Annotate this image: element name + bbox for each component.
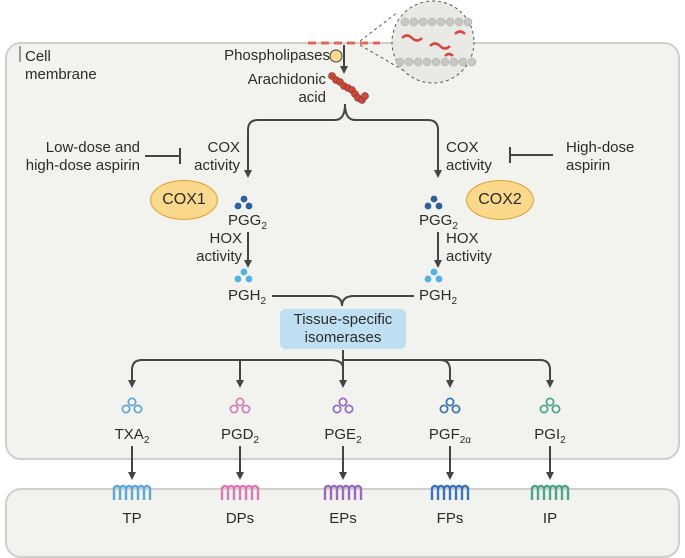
receptor-label-eps: EPs <box>329 510 357 527</box>
cox2-label: COX2 <box>478 191 522 208</box>
product-label-pgf: PGF2α <box>428 426 472 446</box>
receptor-icon <box>530 484 570 500</box>
cox1-label: COX1 <box>162 191 206 208</box>
receptor-icon <box>112 484 152 500</box>
high-dose-aspirin-label: High-dose aspirin <box>566 139 635 174</box>
product-dot <box>439 404 449 414</box>
pgh-left-dots <box>234 268 253 283</box>
merge-left <box>272 295 343 307</box>
tissue-specific-isomerases-box: Tissue-specific isomerases <box>280 309 406 349</box>
pgh2-right: PGH2 <box>419 287 458 307</box>
cell-compartment <box>5 42 680 460</box>
pathway-diagram <box>19 0 570 500</box>
receptor-icon <box>220 484 260 500</box>
receptor-label-dps: DPs <box>225 510 255 527</box>
cox-activity-right: COX activity <box>446 139 492 174</box>
membrane-zoom <box>308 0 477 84</box>
product-label-pge: PGE2 <box>324 426 362 446</box>
pgg-right-dots <box>424 195 443 210</box>
arachidonic-acid-icon <box>328 72 369 104</box>
product-dot <box>451 404 461 414</box>
cox-activity-left: COX activity <box>194 139 240 174</box>
receptor-icon <box>323 484 363 500</box>
product-dot <box>551 404 561 414</box>
pgg2-right: PGG2 <box>419 212 458 232</box>
product-dot <box>338 397 348 407</box>
receptor-label-ip: IP <box>542 510 558 527</box>
receptor-label-fps: FPs <box>436 510 464 527</box>
phospholipase-icon <box>329 49 343 63</box>
product-dot <box>344 404 354 414</box>
cox2-enzyme: COX2 <box>466 180 534 220</box>
isomerase-fanout <box>128 350 554 388</box>
product-dot <box>539 404 549 414</box>
product-dot <box>445 397 455 407</box>
product-dot <box>545 397 555 407</box>
product-dot <box>229 404 239 414</box>
merge-right <box>341 295 414 307</box>
isomerases-line1: Tissue-specific <box>293 311 393 328</box>
low-dose-aspirin-label: Low-dose and high-dose aspirin <box>25 139 140 174</box>
receptor-arrows <box>128 446 554 480</box>
product-label-pgd: PGD2 <box>220 426 260 446</box>
cell-membrane-label: Cell membrane <box>25 48 97 83</box>
phospholipases-label: Phospholipases <box>224 47 330 64</box>
pgh2-left: PGH2 <box>228 287 267 307</box>
isomerases-line2: isomerases <box>304 329 382 346</box>
pgg-left-dots <box>234 195 253 210</box>
right-branch-arrow <box>344 103 442 178</box>
product-dot <box>121 404 131 414</box>
receptor-icon <box>430 484 470 500</box>
pgg2-left: PGG2 <box>228 212 267 232</box>
arachidonic-acid-label: Arachidonic acid <box>247 71 326 106</box>
left-branch-arrow <box>244 103 346 178</box>
receptor-label-tp: TP <box>122 510 142 527</box>
pgh-right-dots <box>424 268 443 283</box>
product-dot <box>235 397 245 407</box>
product-dot <box>127 397 137 407</box>
product-dot <box>133 404 143 414</box>
cox1-enzyme: COX1 <box>150 180 218 220</box>
product-label-txa: TXA2 <box>114 426 150 446</box>
hox-activity-left: HOX activity <box>196 230 242 265</box>
product-label-pgi: PGI2 <box>534 426 566 446</box>
product-dot <box>332 404 342 414</box>
product-dot <box>241 404 251 414</box>
hox-activity-right: HOX activity <box>446 230 492 265</box>
